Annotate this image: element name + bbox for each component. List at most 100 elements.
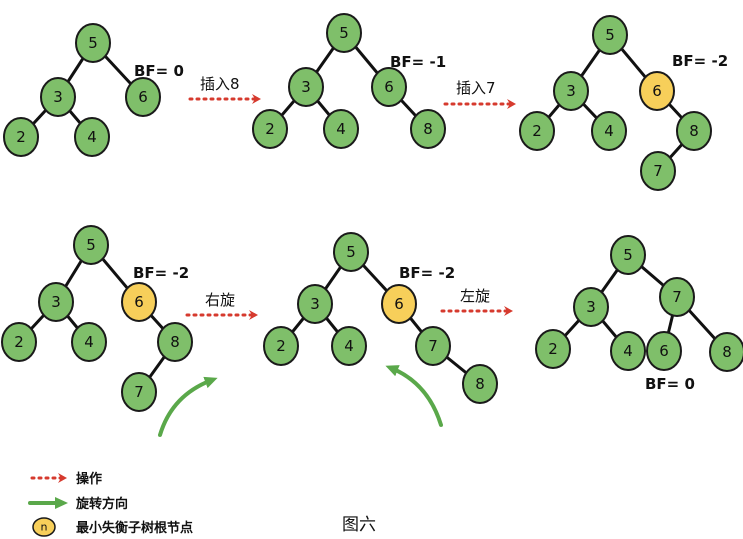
node-label: 2 — [265, 120, 275, 138]
rotation-arrow-right — [158, 376, 218, 437]
node-circle — [74, 117, 110, 157]
op-arrow-right-rotate: 右旋 — [185, 291, 258, 320]
node-label: 2 — [16, 128, 26, 146]
op-arrow-insert8: 插入8 — [188, 75, 261, 104]
node-circle — [371, 67, 407, 107]
node-label: 3 — [301, 78, 311, 96]
node-circle — [38, 282, 74, 322]
node-label: 3 — [51, 293, 61, 311]
bf-label-tree4: BF= -2 — [133, 264, 189, 282]
node-label: 5 — [86, 236, 96, 254]
node-label: 8 — [722, 343, 732, 361]
tree-node: 8 — [709, 332, 743, 372]
node-circle — [591, 111, 627, 151]
tree-node: 3 — [573, 287, 609, 327]
tree-node: 4 — [74, 117, 110, 157]
tree-node: 6 — [125, 77, 161, 117]
node-circle — [331, 326, 367, 366]
node-circle — [297, 284, 333, 324]
node-circle — [326, 13, 362, 53]
node-circle — [592, 15, 628, 55]
node-circle — [288, 67, 324, 107]
node-label: 5 — [605, 26, 615, 44]
node-label: 5 — [623, 246, 633, 264]
legend-highlight-node — [32, 517, 56, 537]
node-label: 7 — [653, 162, 663, 180]
node-circle — [676, 111, 712, 151]
node-label: 2 — [532, 122, 542, 140]
tree-node: 7 — [659, 277, 695, 317]
legend-rotate-text: 旋转方向 — [75, 496, 128, 512]
node-label: 6 — [659, 342, 669, 360]
tree-node: 7 — [121, 372, 157, 412]
tree-node: 4 — [331, 326, 367, 366]
node-circle — [646, 331, 682, 371]
tree-node: 2 — [3, 117, 39, 157]
node-label: 4 — [344, 337, 354, 355]
tree-node: 3 — [40, 77, 76, 117]
node-circle — [640, 151, 676, 191]
tree-node: 5 — [73, 225, 109, 265]
legend-min-unbalanced-text: 最小失衡子树根节点 — [76, 520, 193, 536]
bf-label-tree5: BF= -2 — [399, 264, 455, 282]
node-circle — [1, 322, 37, 362]
node-label: 8 — [170, 333, 180, 351]
tree-node: 6 — [371, 67, 407, 107]
op-label-insert8: 插入8 — [200, 75, 240, 93]
node-label: 5 — [88, 34, 98, 52]
node-label: 4 — [336, 120, 346, 138]
node-label: 7 — [428, 337, 438, 355]
tree-node: 4 — [591, 111, 627, 151]
tree-node: 2 — [252, 109, 288, 149]
unbalanced-node-circle — [121, 282, 157, 322]
node-circle — [709, 332, 743, 372]
node-label: 7 — [672, 288, 682, 306]
tree-node: 8 — [676, 111, 712, 151]
node-circle — [71, 322, 107, 362]
tree-node: 7 — [415, 326, 451, 366]
tree-node: 2 — [519, 111, 555, 151]
node-circle — [610, 235, 646, 275]
node-circle — [263, 326, 299, 366]
node-label: 3 — [310, 295, 320, 313]
node-label: 6 — [134, 293, 144, 311]
tree-node: 3 — [38, 282, 74, 322]
node-label: 3 — [566, 82, 576, 100]
node-circle — [573, 287, 609, 327]
node-label: 6 — [652, 82, 662, 100]
node-circle — [333, 232, 369, 272]
node-label: 8 — [689, 122, 699, 140]
node-circle — [610, 331, 646, 371]
bf-label-tree6: BF= 0 — [645, 375, 695, 393]
node-label: 6 — [138, 88, 148, 106]
rotation-arrow-left — [385, 365, 443, 427]
figure-caption: 图六 — [342, 515, 376, 535]
node-label: 6 — [394, 295, 404, 313]
node-circle — [252, 109, 288, 149]
tree-node: 5 — [326, 13, 362, 53]
node-circle — [3, 117, 39, 157]
tree-node: 2 — [263, 326, 299, 366]
tree-node: 6 — [381, 284, 417, 324]
node-label: 3 — [586, 298, 596, 316]
node-label: 8 — [475, 375, 485, 393]
tree-node: 8 — [157, 322, 193, 362]
tree-node: 3 — [288, 67, 324, 107]
bf-label-tree3: BF= -2 — [672, 52, 728, 70]
node-label: 5 — [346, 243, 356, 261]
node-label: 4 — [84, 333, 94, 351]
node-label: 2 — [14, 333, 24, 351]
node-label: 7 — [134, 383, 144, 401]
unbalanced-node-circle — [381, 284, 417, 324]
legend-op-text: 操作 — [76, 471, 102, 487]
node-circle — [410, 109, 446, 149]
node-label: 2 — [548, 340, 558, 358]
node-label: 4 — [604, 122, 614, 140]
node-label: 4 — [87, 128, 97, 146]
node-circle — [73, 225, 109, 265]
node-circle — [535, 329, 571, 369]
tree-node: 3 — [297, 284, 333, 324]
node-label: 6 — [384, 78, 394, 96]
tree-node: 4 — [323, 109, 359, 149]
